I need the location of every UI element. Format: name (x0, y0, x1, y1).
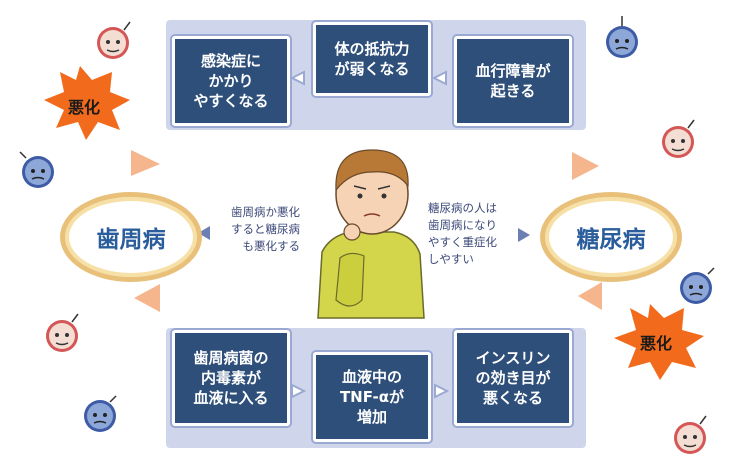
burst-label-left: 悪化 (68, 98, 101, 117)
arrow-bottom-right (578, 282, 602, 310)
note-right: 糖尿病の人は 歯周病になり やすく重症化 しやすい (428, 201, 497, 266)
arrow-bottom-left (134, 284, 160, 312)
box-insulin-resistance: インスリン の効き目が 悪くなる (454, 330, 572, 426)
arrow-top-left (131, 150, 160, 176)
arrow-connector-top-2 (431, 70, 447, 86)
germ-icon (680, 267, 715, 304)
note-left: 歯周病か悪化 すると糖尿病 も悪化する (231, 205, 300, 253)
arrow-note-left (198, 226, 210, 240)
arrow-top-right (572, 152, 599, 180)
box-circulation-disorder: 血行障害が 起きる (454, 36, 572, 126)
burst-icon-left (44, 66, 130, 140)
arrow-note-right (518, 228, 530, 242)
germ-icon (46, 313, 79, 352)
box-infection-risk: 感染症に かかり やすくなる (172, 36, 290, 126)
box-endotoxin-blood: 歯周病菌の 内毒素が 血液に入る (172, 330, 290, 426)
germ-icon (97, 21, 131, 59)
box-tnf-alpha-increase: 血液中の TNF-αが 増加 (313, 352, 431, 442)
box-weakened-resistance: 体の抵抗力 が弱くなる (313, 22, 431, 96)
burst-label-right: 悪化 (640, 334, 673, 353)
person-illustration (317, 149, 425, 319)
arrow-connector-bottom-1 (291, 383, 307, 399)
germ-icon (19, 151, 54, 188)
germ-icon (662, 119, 695, 158)
oval-diabetes: 糖尿病 (540, 192, 682, 282)
arrow-connector-bottom-2 (434, 383, 450, 399)
germ-icon (84, 395, 117, 432)
germ-icon (606, 16, 638, 58)
oval-periodontal-disease: 歯周病 (60, 192, 202, 282)
germ-icon (674, 415, 707, 454)
arrow-connector-top-1 (289, 70, 305, 86)
burst-icon-right (614, 304, 704, 380)
